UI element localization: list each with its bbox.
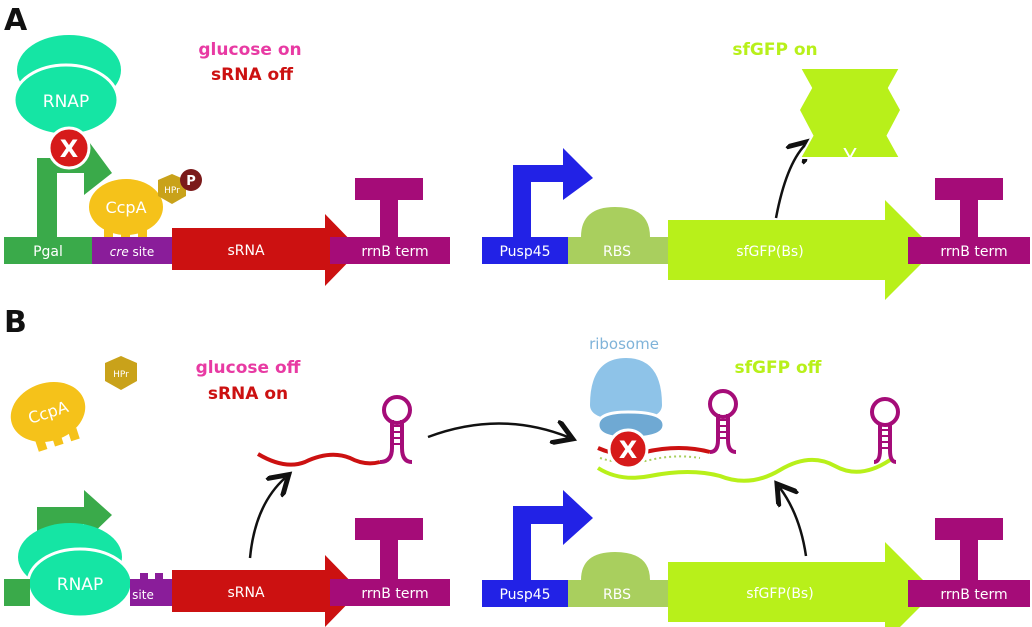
expression-arrow-a	[774, 145, 805, 219]
pgal-block-b	[4, 579, 30, 606]
panel-a-sfgfp-state: sfGFP on	[732, 40, 817, 60]
srna-hairpin-b	[379, 395, 413, 464]
srna-gene-arrow-a	[172, 214, 360, 286]
srna-label-a: sRNA	[227, 243, 264, 259]
svg-text:HPr: HPr	[164, 186, 180, 196]
rnap-label-a: RNAP	[43, 92, 89, 112]
duplex-basepairs	[599, 455, 701, 464]
svg-text:X: X	[619, 436, 638, 464]
hpr-icon-b: HPr	[105, 356, 137, 390]
sfgfp-label-a: sfGFP(Bs)	[736, 244, 803, 260]
panel-a-glucose-state: glucose on	[198, 40, 301, 60]
rrnb-label-a-left: rrnB term	[361, 244, 428, 260]
ribosome-icon	[590, 358, 666, 440]
terminator-icon-b-right	[935, 518, 1003, 580]
srna-gene-arrow-b	[172, 555, 360, 627]
rnap-complex-a: RNAP	[12, 35, 121, 137]
pgal-block-a	[4, 237, 92, 264]
sfgfp-mrna	[596, 458, 892, 483]
pusp45-label-a: Pusp45	[499, 244, 550, 260]
mrna-terminator-hairpin	[870, 397, 900, 464]
rrnb-block-a-left	[330, 237, 450, 264]
rrnb-label-a-right: rrnB term	[940, 244, 1007, 260]
cre-site-block-b	[130, 573, 172, 606]
transcription-arrow-sfgfp	[780, 488, 808, 557]
ccpa-repressor-a: CcpA	[89, 179, 163, 240]
ribosome-label: ribosome	[589, 335, 659, 353]
block-icon-a-rnap: X	[47, 126, 91, 170]
panel-b-letter: B	[4, 305, 27, 340]
pusp45-block-b	[482, 580, 568, 607]
rbs-bump-b	[581, 552, 650, 580]
sfgfp-gene-arrow-a	[668, 200, 935, 300]
ccpa-free-b: CcpA	[10, 382, 86, 452]
cre-site-label-a: cre site	[110, 245, 154, 259]
rbs-label-a: RBS	[603, 244, 631, 260]
site-label-b: site	[132, 588, 154, 602]
srna-hairpin-bound	[708, 389, 738, 454]
cre-site-block-a	[92, 237, 172, 264]
pusp45-promoter-arrow-a	[513, 148, 593, 237]
panel-a-letter: A	[4, 3, 28, 38]
binding-arrow	[427, 424, 568, 438]
rbs-label-b: RBS	[603, 587, 631, 603]
block-icon-b-ribosome: X	[607, 428, 649, 470]
pusp45-block-a	[482, 237, 568, 264]
pusp45-label-b: Pusp45	[499, 587, 550, 603]
rbs-bump-a	[581, 207, 650, 237]
terminator-icon-a-right	[935, 178, 1003, 238]
hpr-icon-a: HPr	[158, 174, 186, 204]
rrnb-label-b-right: rrnB term	[940, 587, 1007, 603]
panel-b-glucose-state: glucose off	[196, 358, 301, 378]
svg-text:HPr: HPr	[113, 370, 129, 380]
ccpa-label-a: CcpA	[105, 198, 146, 217]
phosphate-icon-a: P	[180, 169, 202, 191]
sfgfp-star-icon	[798, 65, 902, 161]
panel-a-srna-state: sRNA off	[211, 65, 293, 85]
pusp45-promoter-arrow-b	[513, 490, 593, 580]
panel-b-srna-state: sRNA on	[208, 384, 288, 404]
rbs-block-b	[568, 580, 668, 607]
srna-label-b: sRNA	[227, 585, 264, 601]
rnap-complex-b: RNAP	[18, 523, 134, 619]
rrnb-block-a-right	[908, 237, 1030, 264]
pgal-label-a: Pgal	[33, 244, 63, 260]
rnap-label-b: RNAP	[57, 575, 103, 595]
rbs-block-a	[568, 237, 668, 264]
terminator-icon-a-left	[355, 178, 423, 238]
svg-text:X: X	[60, 135, 79, 163]
sfgfp-gene-arrow-b	[668, 542, 935, 627]
svg-text:P: P	[186, 174, 196, 189]
rrnb-block-b-left	[330, 579, 450, 606]
terminator-icon-b-left	[355, 518, 423, 580]
srna-transcript	[256, 452, 381, 467]
sfgfp-label-b: sfGFP(Bs)	[746, 586, 813, 602]
rrnb-block-b-right	[908, 580, 1030, 607]
panel-b-sfgfp-state: sfGFP off	[735, 358, 822, 378]
rrnb-label-b-left: rrnB term	[361, 586, 428, 602]
transcription-arrow-srna	[248, 478, 285, 559]
